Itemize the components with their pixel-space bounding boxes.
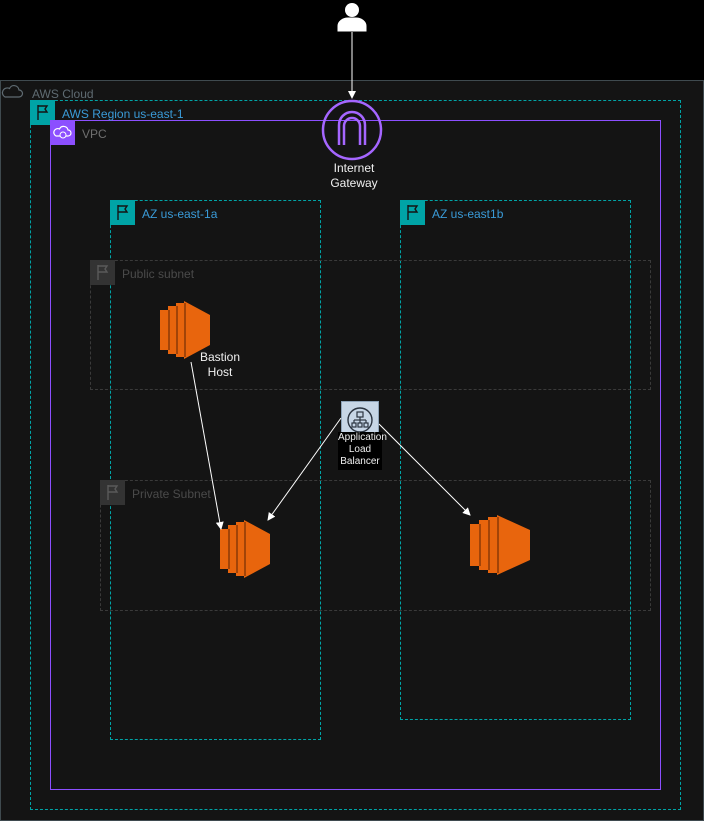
load-balancer-label-line2: Load bbox=[348, 444, 372, 455]
user-icon bbox=[337, 3, 367, 32]
private-subnet-flag-icon bbox=[100, 480, 125, 505]
aws-region-label: AWS Region us-east-1 bbox=[62, 107, 184, 121]
load-balancer-label-line3: Balancer bbox=[340, 456, 380, 467]
aws-cloud-label: AWS Cloud bbox=[32, 87, 94, 101]
bastion-host-label-line2: Host bbox=[207, 365, 233, 379]
private-subnet-group bbox=[100, 480, 651, 611]
private-subnet-label: Private Subnet bbox=[132, 487, 211, 501]
alb-to-private-a-arrow bbox=[267, 417, 342, 521]
bastion-to-private-a-arrow bbox=[190, 361, 224, 530]
bastion-host-label: Bastion Host bbox=[190, 350, 250, 380]
public-subnet-group bbox=[90, 260, 651, 390]
az-b-flag-icon bbox=[400, 200, 425, 225]
load-balancer-label-line1: Application bbox=[338, 432, 387, 443]
bastion-ec2-instance-icon bbox=[160, 301, 210, 359]
internet-gateway-label-line1: Internet bbox=[333, 161, 375, 175]
internet-gateway-icon bbox=[321, 99, 383, 161]
az-b-label: AZ us-east1b bbox=[432, 207, 504, 221]
load-balancer-label: Application Load Balancer bbox=[338, 432, 387, 470]
alb-to-private-b-arrow bbox=[378, 423, 471, 516]
public-subnet-label: Public subnet bbox=[122, 267, 195, 281]
internet-gateway-label: Internet Gateway bbox=[314, 161, 394, 191]
vpc-group bbox=[50, 120, 661, 790]
public-subnet-flag-icon bbox=[90, 260, 115, 285]
az-a-flag-icon bbox=[110, 200, 135, 225]
cloud-icon bbox=[1, 85, 24, 98]
az-us-east-1a-group bbox=[110, 200, 321, 740]
internet-gateway-label-line2: Gateway bbox=[330, 176, 378, 190]
vpc-label: VPC bbox=[82, 127, 107, 141]
bastion-host-label-line1: Bastion bbox=[199, 350, 241, 364]
private-ec2-instance-b-icon bbox=[470, 515, 530, 575]
az-us-east1b-group bbox=[400, 200, 631, 720]
vpc-icon bbox=[50, 120, 75, 145]
az-a-label: AZ us-east-1a bbox=[142, 207, 218, 221]
private-ec2-instance-a-icon bbox=[220, 520, 270, 578]
